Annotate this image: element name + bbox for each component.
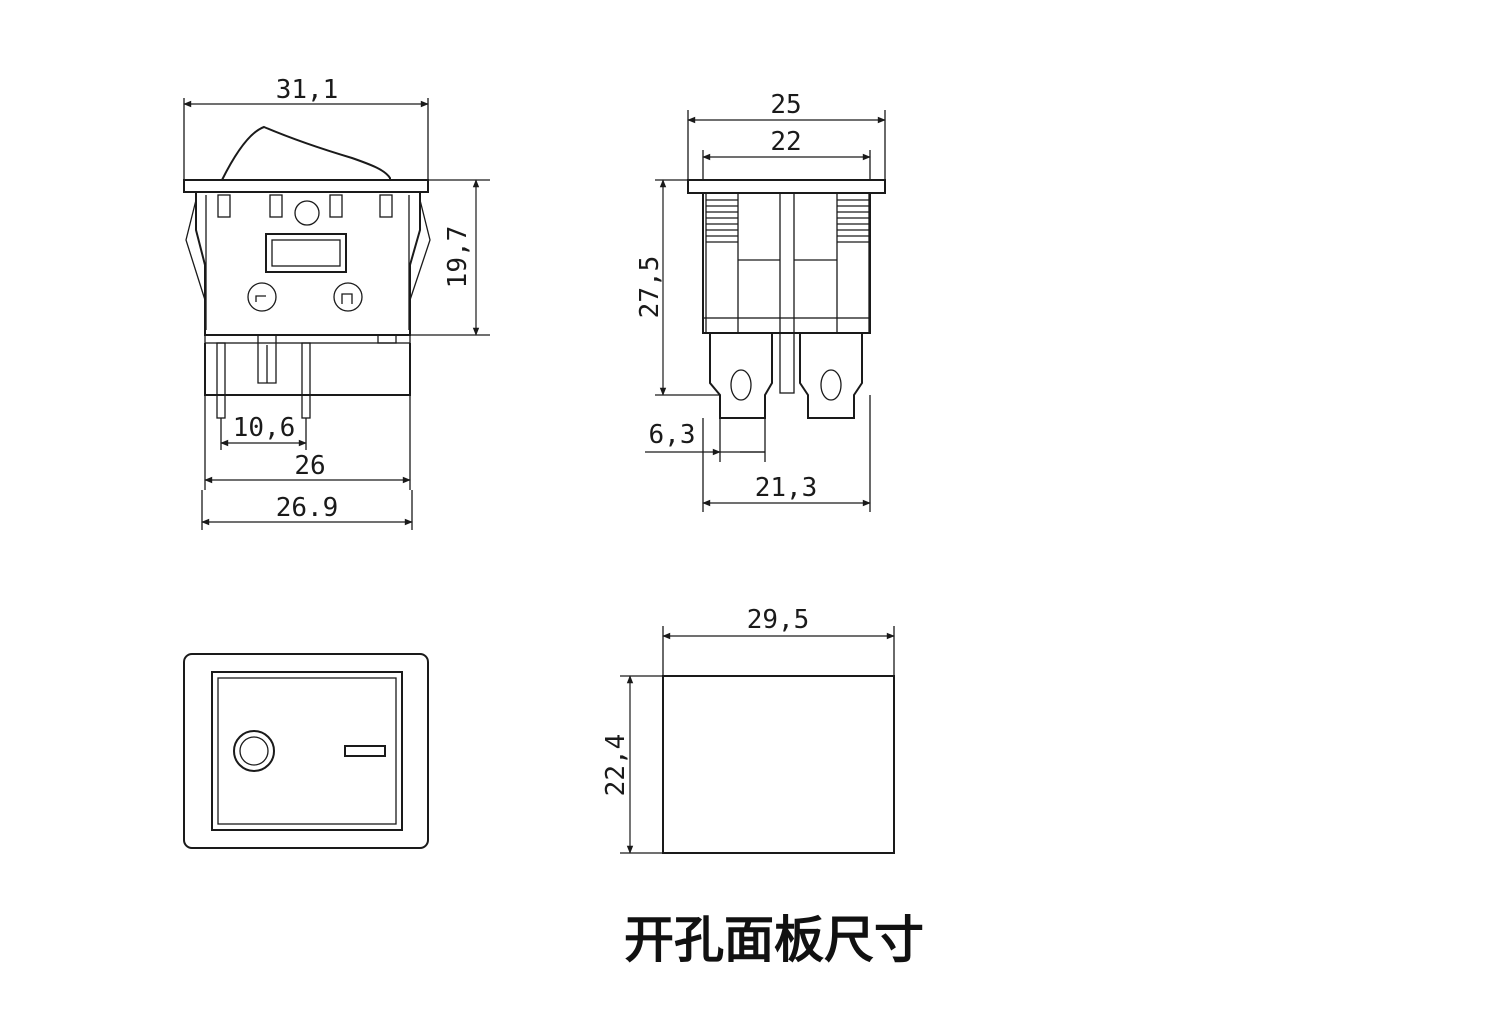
rocker-outline [221, 125, 391, 181]
dim-side-width-inner: 22 [770, 127, 801, 157]
indicator-window [265, 233, 347, 273]
off-symbol-circle [233, 730, 275, 772]
dim-base-width: 21,3 [755, 473, 818, 503]
side-view: 25 22 27,5 6,3 21,3 [635, 90, 886, 512]
top-view [183, 653, 429, 849]
dim-width-base: 26 [294, 451, 325, 481]
front-flange [183, 179, 429, 193]
cutout-view: 29,5 22,4 [601, 605, 895, 854]
caption: 开孔面板尺寸 [624, 911, 924, 969]
front-view: 31,1 19,7 10,6 26 26.9 [183, 75, 490, 530]
top-frame [183, 653, 429, 849]
dim-pin-spacing: 10,6 [233, 413, 296, 443]
cutout-rect [662, 675, 895, 854]
rocker-face [211, 671, 403, 831]
left-clip [185, 199, 206, 301]
dim-width-outer: 26.9 [276, 493, 339, 523]
dim-height-body: 19,7 [443, 226, 473, 289]
dim-side-height: 27,5 [635, 256, 665, 319]
on-symbol-bar [344, 745, 386, 757]
dim-terminal-width: 6,3 [649, 420, 696, 450]
dim-cutout-height: 22,4 [601, 734, 631, 797]
right-clip [409, 199, 431, 301]
dim-side-width-outer: 25 [770, 90, 801, 120]
side-flange [687, 179, 886, 194]
dim-cutout-width: 29,5 [747, 605, 810, 635]
dim-width-top: 31,1 [276, 75, 339, 105]
